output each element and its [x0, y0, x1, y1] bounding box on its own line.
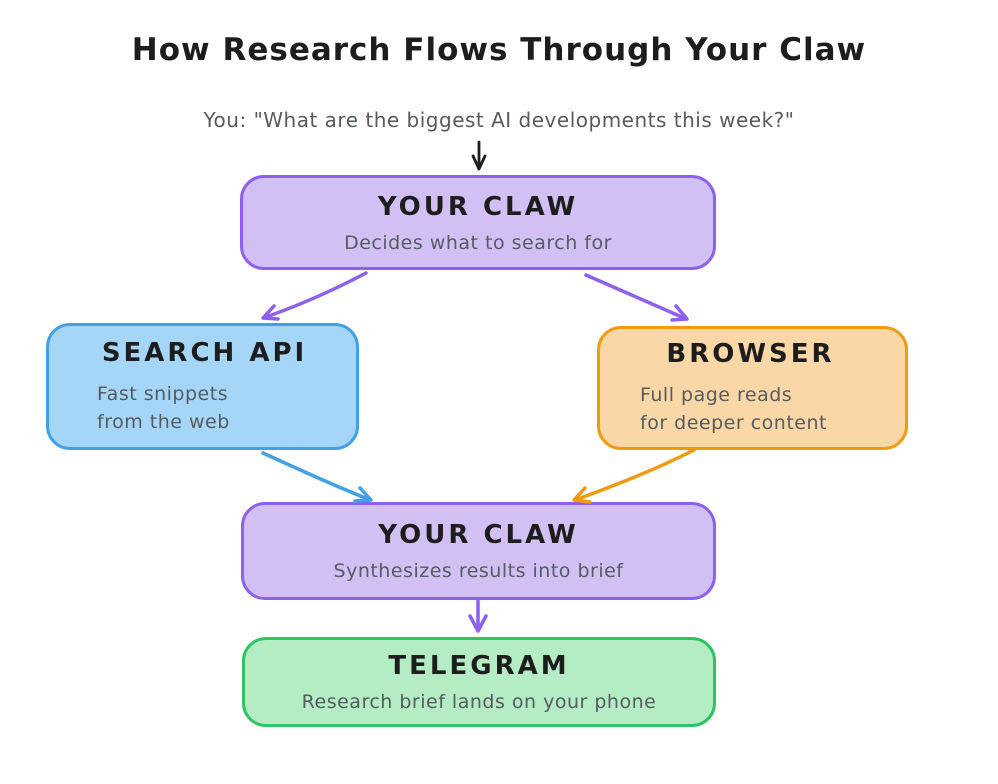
node-telegram: TELEGRAM Research brief lands on your ph…	[242, 637, 716, 727]
node-search-api-description-line1: Fast snippets	[97, 382, 229, 405]
node-your-claw-top-description: Decides what to search for	[344, 231, 612, 254]
node-browser-description-line1: Full page reads	[640, 384, 793, 406]
arrow-claw-to-telegram	[468, 599, 488, 633]
node-your-claw-top-label: YOUR CLAW	[377, 191, 579, 222]
page-title: How Research Flows Through Your Claw	[131, 32, 867, 68]
node-search-api-label: SEARCH API	[101, 337, 308, 368]
node-your-claw-bottom: YOUR CLAW Synthesizes results into brief	[241, 502, 716, 600]
node-browser-description: Full page reads for deeper content	[640, 381, 827, 437]
node-your-claw-bottom-description: Synthesizes results into brief	[333, 560, 624, 582]
arrow-query-to-claw	[471, 140, 487, 171]
node-browser-description-line2: for deeper content	[640, 412, 827, 434]
node-search-api-description: Fast snippets from the web	[97, 380, 230, 436]
arrow-search-api-to-claw	[261, 451, 373, 503]
arrow-claw-to-browser	[584, 273, 689, 322]
node-telegram-description: Research brief lands on your phone	[301, 691, 657, 713]
node-browser-label: BROWSER	[666, 339, 835, 369]
node-search-api-description-line2: from the web	[97, 410, 230, 433]
node-browser: BROWSER Full page reads for deeper conte…	[597, 326, 908, 450]
node-search-api: SEARCH API Fast snippets from the web	[46, 323, 359, 450]
node-your-claw-top: YOUR CLAW Decides what to search for	[240, 175, 716, 270]
node-telegram-label: TELEGRAM	[388, 651, 570, 681]
arrow-claw-to-search-api	[261, 271, 368, 321]
node-your-claw-bottom-label: YOUR CLAW	[378, 520, 579, 550]
user-query-text: You: "What are the biggest AI developmen…	[203, 108, 795, 132]
arrow-browser-to-claw	[572, 448, 696, 504]
